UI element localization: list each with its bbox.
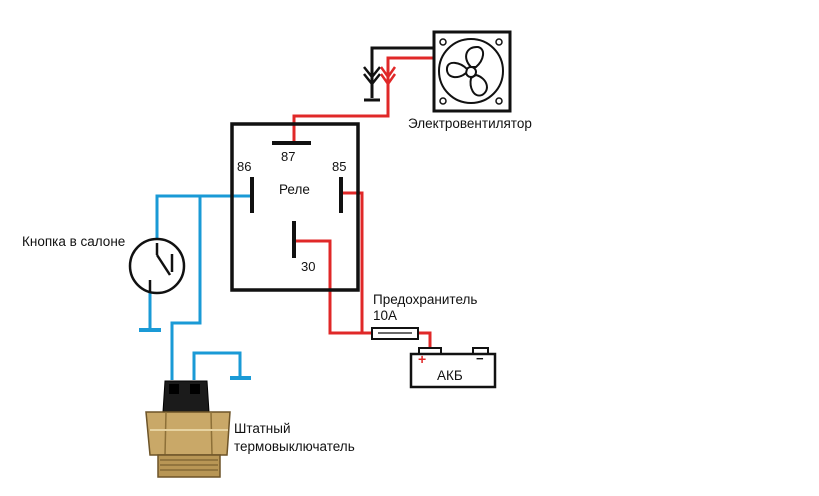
fuse-to-battery-wire <box>418 331 432 352</box>
connector-arrows <box>363 66 397 102</box>
relay-box <box>230 122 360 292</box>
sensor-label-line2: термовыключатель <box>234 439 355 454</box>
pin-87-label: 87 <box>281 149 295 164</box>
black-connector-arrow <box>363 66 381 87</box>
pin-86-label: 86 <box>237 159 251 174</box>
fuse-label: Предохранитель <box>373 292 477 307</box>
fuse-rating-label: 10А <box>373 308 397 323</box>
battery-plus-sign: + <box>418 351 426 367</box>
pin-85-label: 85 <box>332 159 346 174</box>
fuse-icon <box>371 327 419 340</box>
pin-30-label: 30 <box>301 259 315 274</box>
push-button-icon <box>128 237 186 295</box>
sensor-ground-wire <box>192 351 242 380</box>
pin30-to-fuse-wire <box>296 239 372 335</box>
relay-label: Реле <box>279 182 310 197</box>
fan-icon <box>432 30 512 113</box>
pin86-signal-wire <box>155 194 252 242</box>
red-connector-arrow <box>379 66 397 87</box>
sensor-label-line1: Штатный <box>234 421 291 436</box>
pin86-to-sensor-wire <box>170 196 202 380</box>
thermo-switch-icon <box>145 380 231 478</box>
fan-ground-wire <box>370 46 438 98</box>
battery-minus-sign: − <box>476 351 484 366</box>
fan-label: Электровентилятор <box>408 116 532 131</box>
battery-label: АКБ <box>437 368 463 383</box>
button-label: Кнопка в салоне <box>22 234 125 249</box>
battery-icon <box>409 347 497 389</box>
